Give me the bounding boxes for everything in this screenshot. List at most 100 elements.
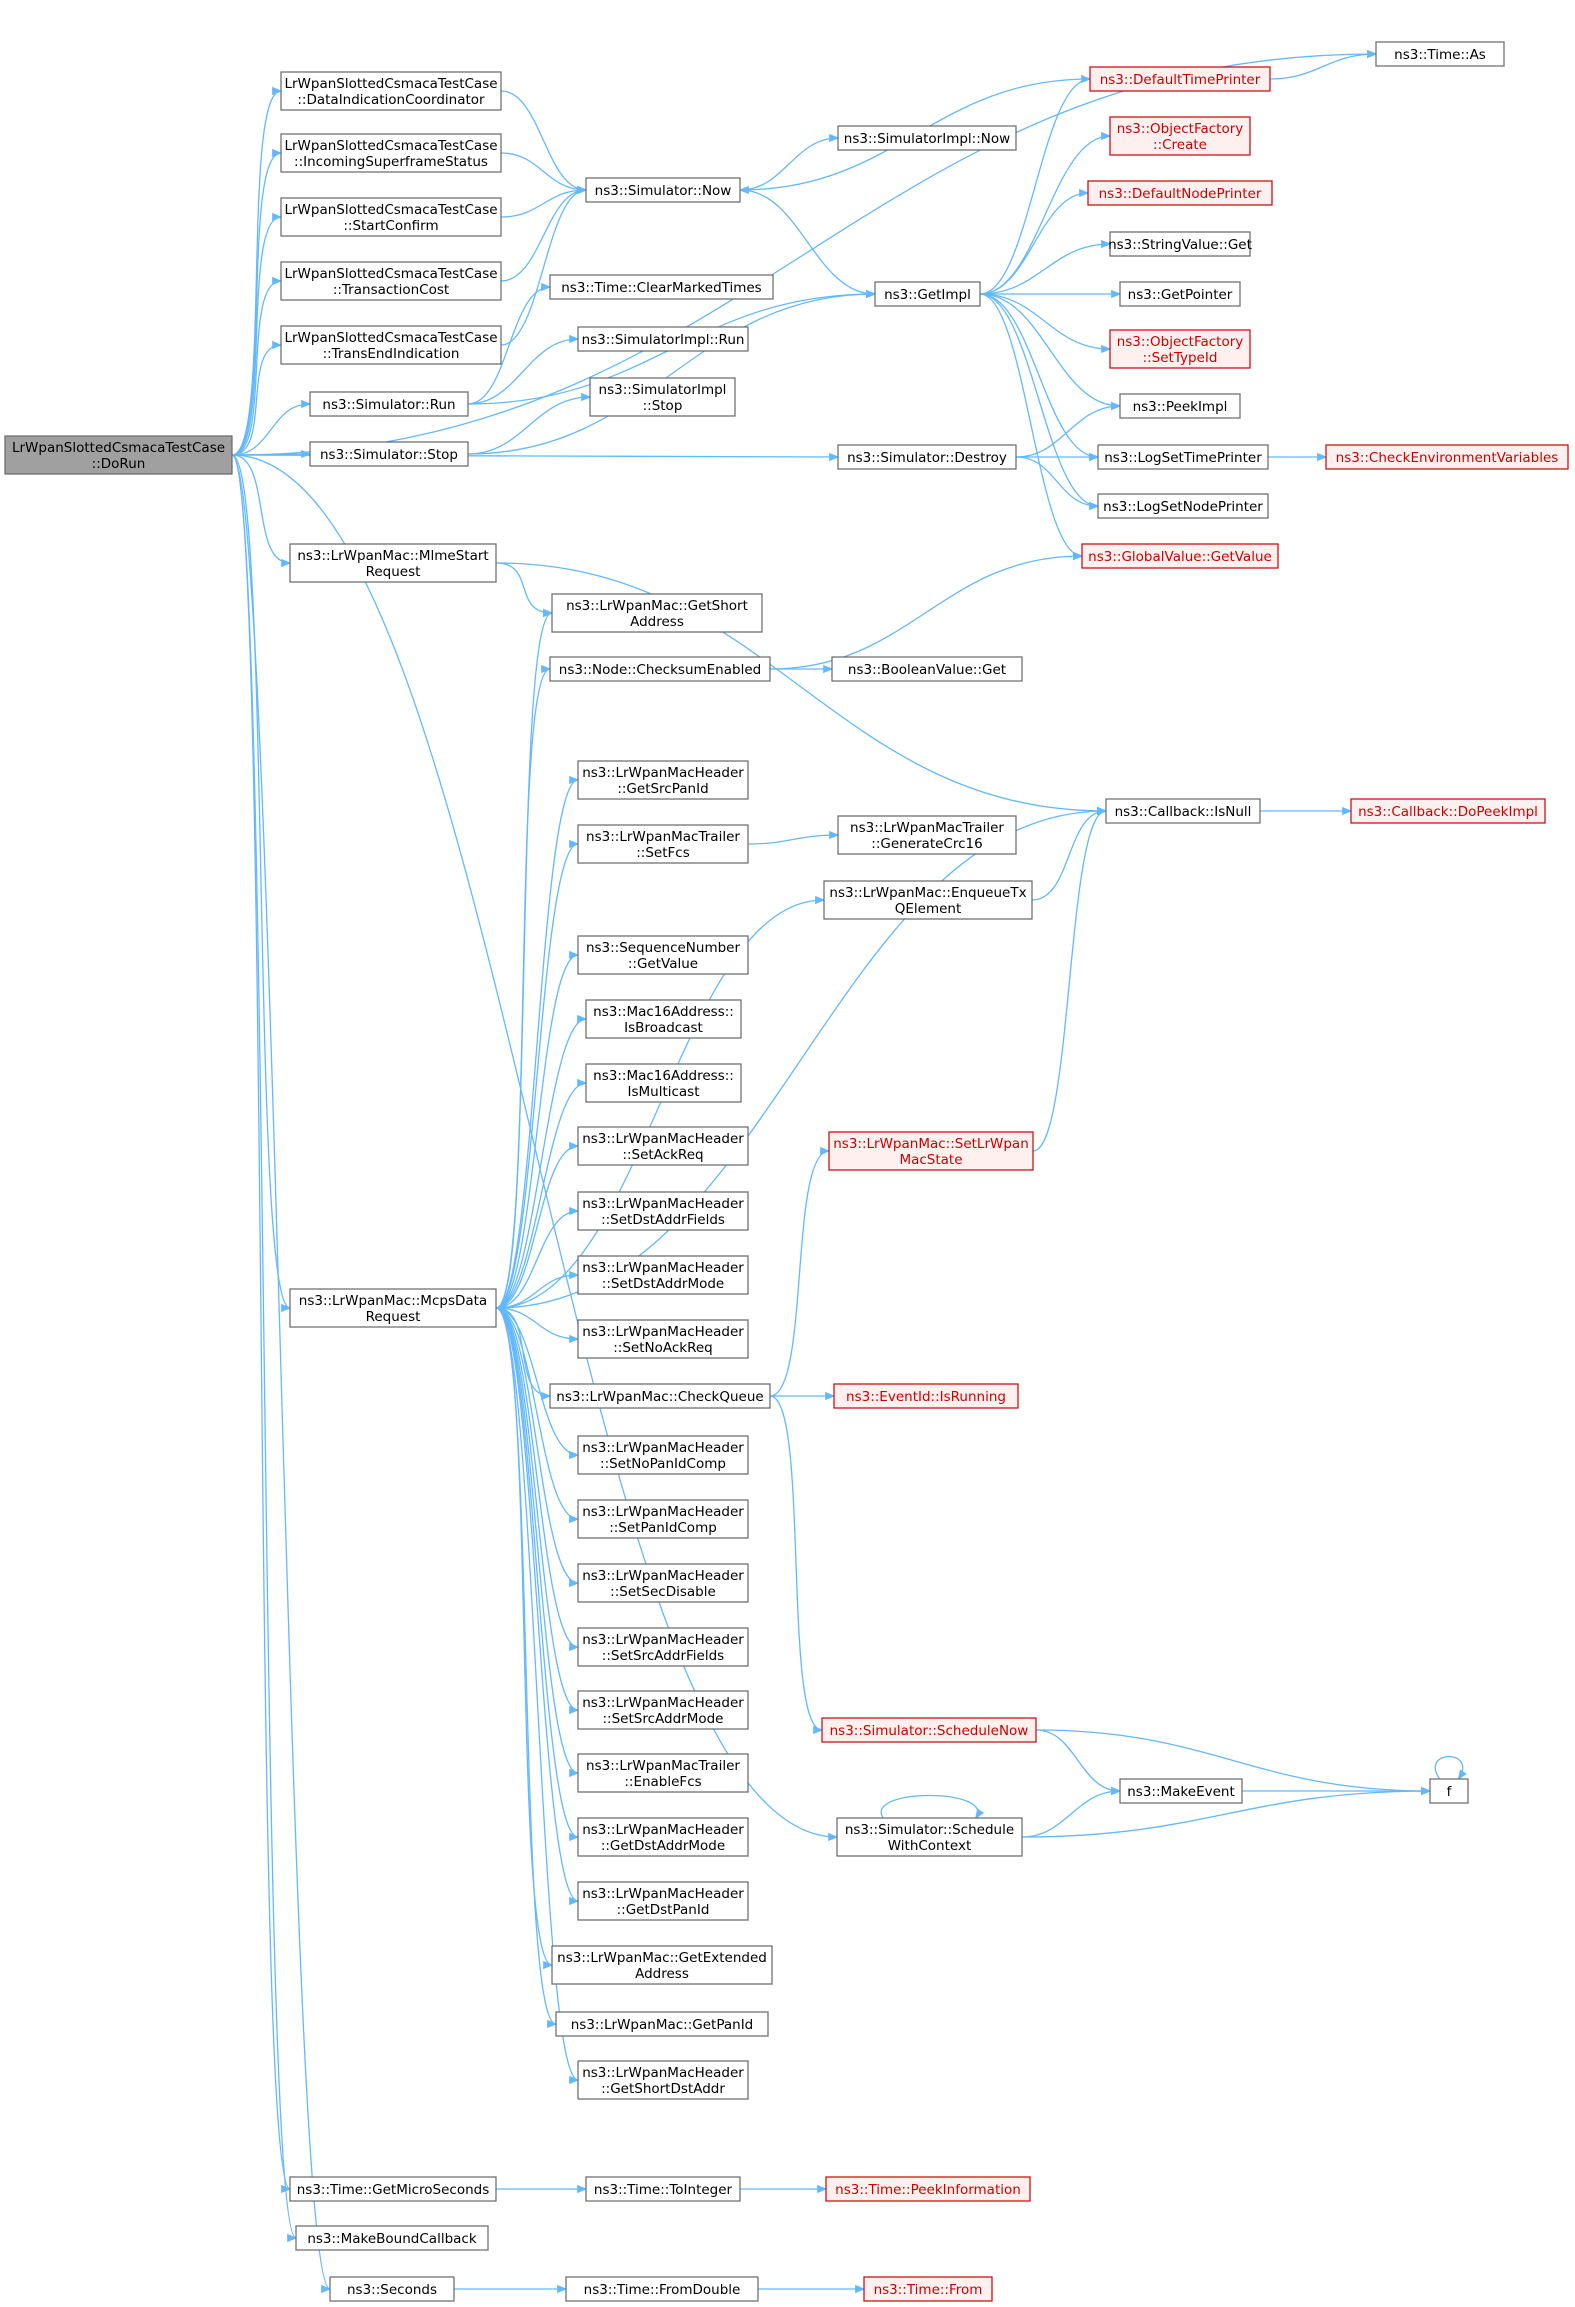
node-seqget[interactable]: ns3::SequenceNumber::GetValue bbox=[577, 935, 749, 975]
node-label: ns3::BooleanValue::Get bbox=[848, 662, 1006, 678]
node-simstop[interactable]: ns3::Simulator::Stop bbox=[309, 441, 469, 467]
node-setdstmode[interactable]: ns3::LrWpanMacHeader::SetDstAddrMode bbox=[577, 1255, 749, 1295]
node-label: ::DoRun bbox=[92, 456, 146, 472]
node-gvget[interactable]: ns3::GlobalValue::GetValue bbox=[1081, 543, 1279, 569]
edge-line bbox=[495, 1018, 587, 1309]
node-implrun[interactable]: ns3::SimulatorImpl::Run bbox=[577, 326, 749, 352]
node-setnoack[interactable]: ns3::LrWpanMacHeader::SetNoAckReq bbox=[577, 1319, 749, 1359]
edge-line bbox=[495, 1307, 579, 1584]
node-peekimpl[interactable]: ns3::PeekImpl bbox=[1119, 393, 1241, 419]
node-setsrcmode[interactable]: ns3::LrWpanMacHeader::SetSrcAddrMode bbox=[577, 1690, 749, 1730]
node-simnow[interactable]: ns3::Simulator::Now bbox=[585, 177, 741, 203]
node-peekinfo[interactable]: ns3::Time::PeekInformation bbox=[825, 2176, 1031, 2202]
node-isrunning[interactable]: ns3::EventId::IsRunning bbox=[833, 1383, 1019, 1409]
edge-getmicro-to-tointeger bbox=[495, 2184, 588, 2194]
node-incsf[interactable]: LrWpanSlottedCsmacaTestCase::IncomingSup… bbox=[280, 133, 502, 173]
node-deftime[interactable]: ns3::DefaultTimePrinter bbox=[1089, 66, 1271, 92]
node-txcost[interactable]: LrWpanSlottedCsmacaTestCase::Transaction… bbox=[280, 261, 502, 301]
edge-line bbox=[495, 1307, 579, 1774]
edge-line bbox=[495, 1307, 579, 1340]
node-getmicro[interactable]: ns3::Time::GetMicroSeconds bbox=[289, 2176, 497, 2202]
node-setsrcfields[interactable]: ns3::LrWpanMacHeader::SetSrcAddrFields bbox=[577, 1627, 749, 1667]
node-checkq[interactable]: ns3::LrWpanMac::CheckQueue bbox=[549, 1383, 771, 1409]
edge-line bbox=[495, 1274, 579, 1309]
node-box bbox=[577, 1563, 749, 1603]
edge-arrowhead bbox=[820, 1146, 831, 1156]
node-getpanid[interactable]: ns3::LrWpanMac::GetPanId bbox=[555, 2011, 769, 2037]
node-seconds[interactable]: ns3::Seconds bbox=[329, 2276, 455, 2302]
node-getshortdst[interactable]: ns3::LrWpanMacHeader::GetShortDstAddr bbox=[577, 2060, 749, 2100]
node-settypeid[interactable]: ns3::ObjectFactory::SetTypeId bbox=[1109, 329, 1251, 369]
node-logsetnode[interactable]: ns3::LogSetNodePrinter bbox=[1097, 493, 1269, 519]
node-label: ns3::LrWpanMac::GetExtended bbox=[557, 1950, 767, 1966]
node-getimpl[interactable]: ns3::GetImpl bbox=[874, 281, 981, 307]
node-box bbox=[577, 1319, 749, 1359]
node-logsettime[interactable]: ns3::LogSetTimePrinter bbox=[1097, 444, 1269, 470]
node-label: ns3::Time::PeekInformation bbox=[835, 2182, 1021, 2198]
node-setdstfields[interactable]: ns3::LrWpanMacHeader::SetDstAddrFields bbox=[577, 1191, 749, 1231]
node-label: Request bbox=[366, 1309, 421, 1325]
node-transend[interactable]: LrWpanSlottedCsmacaTestCase::TransEndInd… bbox=[280, 325, 502, 365]
node-getdstmode[interactable]: ns3::LrWpanMacHeader::GetDstAddrMode bbox=[577, 1817, 749, 1857]
node-implnow[interactable]: ns3::SimulatorImpl::Now bbox=[837, 125, 1017, 151]
edge-line bbox=[231, 344, 282, 456]
edge-arrowhead bbox=[321, 2284, 332, 2294]
node-tointeger[interactable]: ns3::Time::ToInteger bbox=[585, 2176, 741, 2202]
node-dorun[interactable]: LrWpanSlottedCsmacaTestCase::DoRun bbox=[4, 435, 233, 475]
edge-arrowhead bbox=[541, 664, 552, 674]
node-implstop[interactable]: ns3::SimulatorImpl::Stop bbox=[589, 377, 736, 417]
node-defnode[interactable]: ns3::DefaultNodePrinter bbox=[1087, 180, 1273, 206]
node-gencrc[interactable]: ns3::LrWpanMacTrailer::GenerateCrc16 bbox=[837, 815, 1017, 855]
node-setnopan[interactable]: ns3::LrWpanMacHeader::SetNoPanIdComp bbox=[577, 1435, 749, 1475]
edge-arrowhead bbox=[1421, 1786, 1432, 1796]
node-ismcast[interactable]: ns3::Mac16Address::IsMulticast bbox=[585, 1063, 742, 1103]
node-label: Address bbox=[635, 1966, 689, 1982]
node-dataind[interactable]: LrWpanSlottedCsmacaTestCase::DataIndicat… bbox=[280, 71, 502, 111]
node-startconf[interactable]: LrWpanSlottedCsmacaTestCase::StartConfir… bbox=[280, 197, 502, 237]
node-setfcs[interactable]: ns3::LrWpanMacTrailer::SetFcs bbox=[577, 824, 749, 864]
node-checksum[interactable]: ns3::Node::ChecksumEnabled bbox=[549, 656, 771, 682]
edge-fromdouble-to-timefrom bbox=[758, 2284, 866, 2294]
node-timefrom[interactable]: ns3::Time::From bbox=[863, 2276, 993, 2302]
node-setpancomp[interactable]: ns3::LrWpanMacHeader::SetPanIdComp bbox=[577, 1499, 749, 1539]
node-label: ns3::Seconds bbox=[347, 2282, 437, 2298]
node-objcreate[interactable]: ns3::ObjectFactory::Create bbox=[1109, 116, 1251, 156]
edge-line bbox=[495, 1307, 579, 1838]
node-setsecdis[interactable]: ns3::LrWpanMacHeader::SetSecDisable bbox=[577, 1563, 749, 1603]
node-getptr[interactable]: ns3::GetPointer bbox=[1119, 281, 1241, 307]
edge-arrowhead bbox=[866, 289, 877, 299]
node-getsrcpan[interactable]: ns3::LrWpanMacHeader::GetSrcPanId bbox=[577, 760, 749, 800]
node-isbcast[interactable]: ns3::Mac16Address::IsBroadcast bbox=[585, 999, 742, 1039]
node-boolget[interactable]: ns3::BooleanValue::Get bbox=[831, 656, 1023, 682]
node-f[interactable]: f bbox=[1429, 1778, 1469, 1804]
node-mkbound[interactable]: ns3::MakeBoundCallback bbox=[295, 2225, 489, 2251]
node-destroy[interactable]: ns3::Simulator::Destroy bbox=[837, 444, 1017, 470]
node-strget[interactable]: ns3::StringValue::Get bbox=[1108, 231, 1252, 257]
node-schednow[interactable]: ns3::Simulator::ScheduleNow bbox=[821, 1717, 1037, 1743]
node-label: ns3::SimulatorImpl::Now bbox=[844, 131, 1010, 147]
edge-line bbox=[231, 90, 282, 456]
node-enablefcs[interactable]: ns3::LrWpanMacTrailer::EnableFcs bbox=[577, 1753, 749, 1793]
node-timeas[interactable]: ns3::Time::As bbox=[1375, 41, 1505, 67]
node-makeevent[interactable]: ns3::MakeEvent bbox=[1119, 1778, 1243, 1804]
edge-arrowhead bbox=[569, 1578, 580, 1588]
edge-schednow-to-makeevent bbox=[1035, 1729, 1122, 1796]
node-clearmarked[interactable]: ns3::Time::ClearMarkedTimes bbox=[549, 274, 774, 300]
node-isnull[interactable]: ns3::Callback::IsNull bbox=[1105, 798, 1261, 824]
node-checkenv[interactable]: ns3::CheckEnvironmentVariables bbox=[1325, 444, 1569, 470]
edge-arrowhead bbox=[541, 282, 552, 292]
node-fromdouble[interactable]: ns3::Time::FromDouble bbox=[565, 2276, 759, 2302]
node-getdstpan[interactable]: ns3::LrWpanMacHeader::GetDstPanId bbox=[577, 1881, 749, 1921]
node-setackreq[interactable]: ns3::LrWpanMacHeader::SetAckReq bbox=[577, 1126, 749, 1166]
node-dopeek[interactable]: ns3::Callback::DoPeekImpl bbox=[1350, 798, 1546, 824]
node-simrun[interactable]: ns3::Simulator::Run bbox=[309, 391, 469, 417]
edge-mcps-to-setsrcfields bbox=[495, 1307, 580, 1652]
node-box bbox=[577, 1126, 749, 1166]
